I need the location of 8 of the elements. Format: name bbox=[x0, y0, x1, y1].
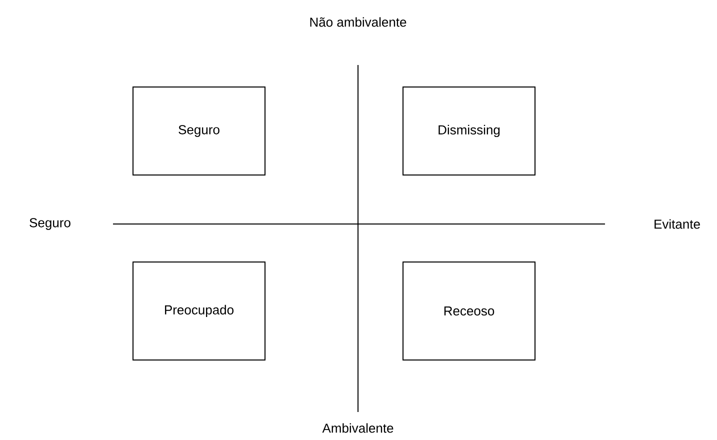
axis-label: Não ambivalente bbox=[310, 17, 406, 27]
category-box: Dismissing bbox=[402, 86, 536, 176]
axis-label: Seguro bbox=[30, 218, 70, 230]
category-box: Receoso bbox=[402, 262, 536, 360]
category-box: Seguro bbox=[132, 86, 266, 176]
axis-label: Evitante bbox=[654, 219, 700, 229]
axis-label: Ambivalente bbox=[322, 423, 394, 433]
category-box: Preocupado bbox=[132, 262, 266, 360]
